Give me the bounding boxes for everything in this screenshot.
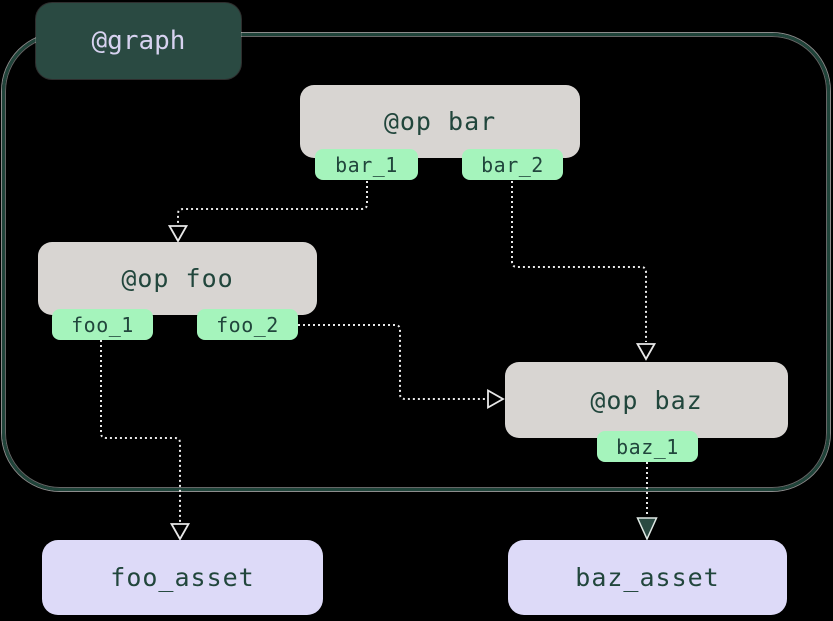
edge-baz1-to-baz-asset bbox=[636, 462, 658, 541]
graph-label-text: @graph bbox=[91, 26, 186, 56]
output-tag-label: foo_2 bbox=[216, 312, 279, 337]
output-tag-bar-1: bar_1 bbox=[315, 149, 418, 180]
output-tag-label: bar_1 bbox=[335, 152, 398, 177]
output-tag-label: baz_1 bbox=[616, 434, 679, 459]
asset-label: foo_asset bbox=[110, 563, 255, 592]
asset-node-foo-asset: foo_asset bbox=[42, 540, 323, 615]
output-tag-baz-1: baz_1 bbox=[597, 431, 698, 462]
output-tag-label: bar_2 bbox=[481, 152, 544, 177]
output-tag-foo-2: foo_2 bbox=[197, 309, 298, 340]
asset-node-baz-asset: baz_asset bbox=[508, 540, 787, 615]
arrowhead-open-icon bbox=[169, 523, 191, 541]
op-label: @op bar bbox=[383, 107, 497, 136]
graph-container-border bbox=[2, 33, 830, 491]
arrowhead-open-icon bbox=[487, 388, 505, 410]
op-label: @op foo bbox=[121, 264, 234, 293]
arrowhead-open-icon bbox=[635, 343, 657, 361]
edge-foo2-to-baz bbox=[298, 324, 505, 410]
asset-label: baz_asset bbox=[575, 563, 720, 592]
output-tag-bar-2: bar_2 bbox=[462, 149, 563, 180]
op-node-bar: @op bar bar_1 bar_2 bbox=[300, 85, 580, 180]
op-node-foo: @op foo foo_1 foo_2 bbox=[38, 242, 317, 340]
output-tag-label: foo_1 bbox=[71, 312, 134, 337]
edge-bar2-to-baz bbox=[511, 181, 657, 361]
arrowhead-open-icon bbox=[167, 225, 189, 243]
output-tag-foo-1: foo_1 bbox=[52, 309, 153, 340]
graph-label-node: @graph bbox=[36, 3, 241, 79]
arrowhead-filled-icon bbox=[636, 517, 658, 541]
op-label: @op baz bbox=[590, 385, 703, 415]
edge-foo1-to-foo-asset bbox=[100, 340, 191, 541]
edge-bar1-to-foo bbox=[167, 181, 368, 243]
op-node-baz: @op baz baz_1 bbox=[505, 362, 788, 462]
